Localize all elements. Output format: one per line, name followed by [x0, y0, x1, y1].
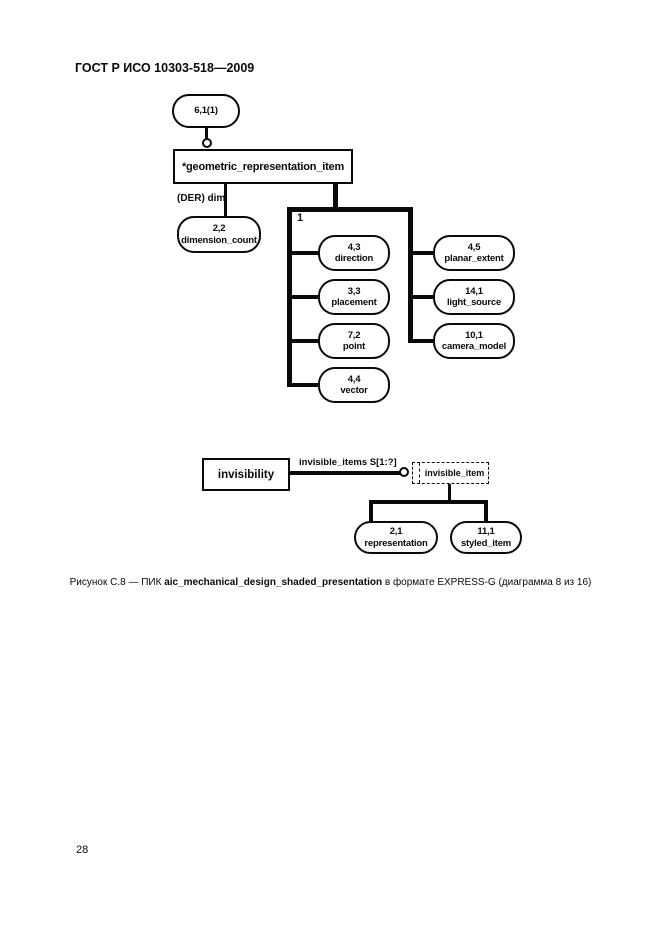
subtype-stub [291, 339, 319, 343]
select-box-double-edge [419, 463, 420, 483]
oval-ref: 2,1 [389, 526, 403, 538]
oval-ref: 3,3 [347, 285, 361, 297]
oval-name: camera_model [441, 341, 507, 352]
oneof-label: 1 [297, 212, 304, 224]
caption-suffix: в формате EXPRESS-G (диаграмма 8 из 16) [382, 577, 592, 588]
page-ref-oval-styled-item: 11,1 styled_item [450, 521, 522, 554]
relation-label: invisible_items S[1:?] [299, 457, 397, 468]
page-ref-oval-dimension-count: 2,2 dimension_count [177, 216, 261, 253]
oval-ref: 4,5 [467, 241, 481, 253]
attribute-line [224, 184, 227, 217]
entity-box-geometric-representation-item: *geometric_representation_item [173, 149, 353, 184]
oval-name: vector [340, 385, 368, 396]
page-ref-oval-direction: 4,3 direction [318, 235, 390, 271]
select-stem-line [448, 484, 451, 501]
page-ref-oval-representation: 2,1 representation [354, 521, 438, 554]
oval-ref: 11,1 [477, 526, 495, 538]
subtype-stub [412, 339, 434, 343]
select-left-vertical [369, 500, 373, 522]
subtype-stub [412, 295, 434, 299]
figure-caption: Рисунок С.8 — ПИК aic_mechanical_design_… [30, 577, 631, 588]
oval-ref: 4,4 [347, 373, 361, 385]
page-ref-oval-camera-model: 10,1 camera_model [433, 323, 515, 359]
oval-name: styled_item [460, 537, 512, 549]
subtype-stub [412, 251, 434, 255]
oval-ref: 7,2 [347, 329, 361, 341]
oval-ref: 2,2 [212, 223, 226, 235]
oval-name: dimension_count [181, 234, 257, 246]
oval-ref: 10,1 [465, 329, 483, 341]
oval-name: representation [364, 537, 428, 549]
subtype-stub [291, 383, 319, 387]
page-ref-oval-planar-extent: 4,5 planar_extent [433, 235, 515, 271]
attribute-label: (DER) dim [177, 193, 226, 204]
entity-box-invisibility: invisibility [202, 458, 290, 491]
relation-line [290, 471, 400, 475]
subtype-bar [287, 207, 413, 212]
page-ref-oval-placement: 3,3 placement [318, 279, 390, 315]
oval-ref: 4,3 [347, 241, 361, 253]
oval-name: placement [331, 297, 377, 308]
open-circle-connector [202, 138, 212, 148]
subtype-left-vertical [287, 207, 292, 387]
select-box-invisible-item: invisible_item [412, 462, 489, 484]
subtype-stub [291, 251, 319, 255]
select-bar [369, 500, 488, 504]
subtype-stub [291, 295, 319, 299]
subtype-stem-line [333, 184, 338, 209]
oval-name: planar_extent [444, 253, 504, 264]
subtype-right-vertical [408, 207, 413, 343]
page-ref-oval-light-source: 14,1 light_source [433, 279, 515, 315]
page-ref-oval: 6,1(1) [172, 94, 240, 128]
oval-ref: 14,1 [465, 285, 483, 297]
open-circle-connector [399, 467, 409, 477]
oval-name: light_source [446, 297, 502, 308]
page-ref-line [205, 127, 208, 139]
oval-name: point [342, 341, 366, 352]
page-ref-oval-vector: 4,4 vector [318, 367, 390, 403]
page-header: ГОСТ Р ИСО 10303-518—2009 [75, 61, 255, 75]
select-right-vertical [484, 500, 488, 522]
caption-prefix: Рисунок С.8 — ПИК [69, 577, 165, 588]
page-ref-oval-point: 7,2 point [318, 323, 390, 359]
page-number: 28 [76, 844, 89, 856]
caption-entity-name: aic_mechanical_design_shaded_presentatio… [164, 577, 383, 588]
oval-name: direction [334, 253, 374, 264]
